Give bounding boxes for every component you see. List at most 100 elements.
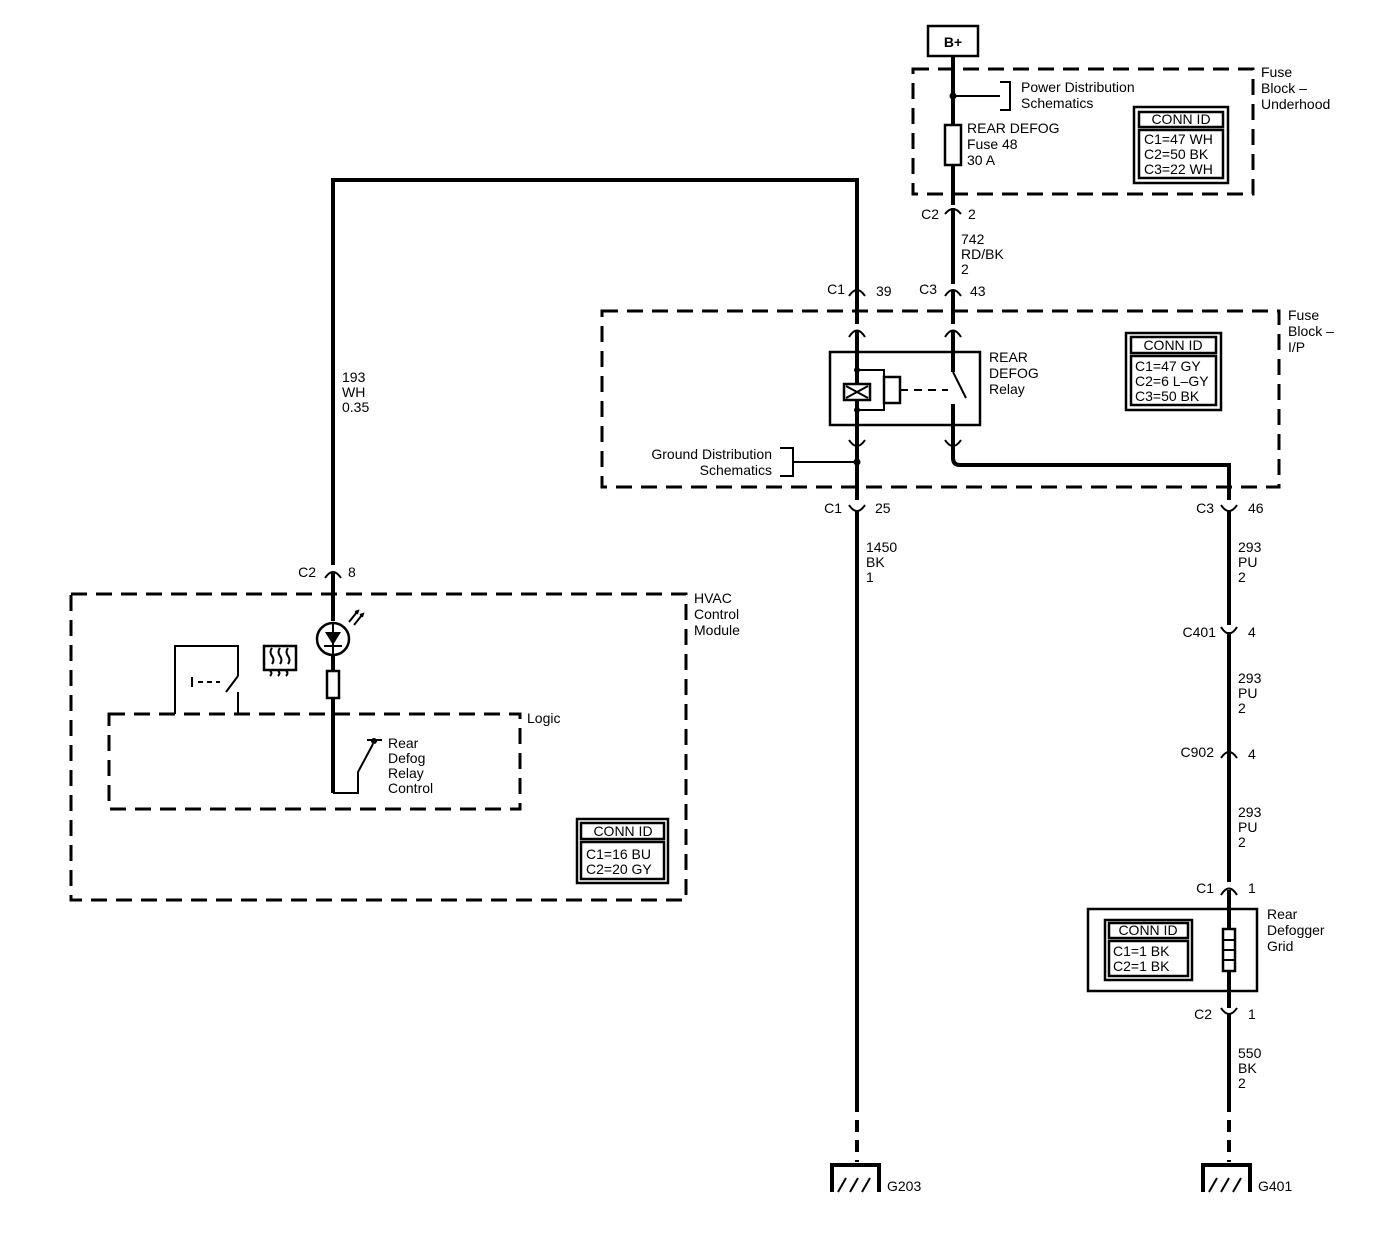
svg-text:C902: C902 <box>1181 744 1215 760</box>
svg-text:Relay: Relay <box>989 381 1025 397</box>
svg-text:25: 25 <box>875 500 891 516</box>
hvac-title: HVAC Control Module <box>694 590 740 638</box>
svg-text:C3=50 BK: C3=50 BK <box>1135 388 1200 404</box>
svg-text:C1=47 WH: C1=47 WH <box>1144 131 1213 147</box>
svg-text:2: 2 <box>961 261 969 277</box>
svg-text:C2=20 GY: C2=20 GY <box>586 861 652 877</box>
svg-text:43: 43 <box>970 283 986 299</box>
svg-text:C1=16 BU: C1=16 BU <box>586 846 651 862</box>
svg-text:PU: PU <box>1238 819 1257 835</box>
wire-relay-to-c3-46 <box>951 446 1231 500</box>
ground-g203-label: G203 <box>887 1178 921 1194</box>
svg-text:1: 1 <box>866 569 874 585</box>
wire-193-label: 193 <box>342 369 366 385</box>
svg-text:Schematics: Schematics <box>1021 95 1093 111</box>
svg-text:39: 39 <box>876 283 892 299</box>
wire-742-label: 742 <box>961 231 985 247</box>
svg-text:I/P: I/P <box>1288 339 1305 355</box>
conn-id-hvac: CONN ID C1=16 BU C2=20 GY <box>575 817 670 885</box>
svg-text:C1: C1 <box>824 500 842 516</box>
svg-text:Defog: Defog <box>388 750 425 766</box>
svg-text:46: 46 <box>1248 500 1264 516</box>
svg-text:Fuse: Fuse <box>1261 64 1292 80</box>
hvac-control-module-outline <box>69 592 688 902</box>
defogger-title: Rear <box>1267 906 1298 922</box>
svg-text:C3=22 WH: C3=22 WH <box>1144 161 1213 177</box>
svg-text:C3: C3 <box>919 281 937 297</box>
svg-text:4: 4 <box>1248 624 1256 640</box>
svg-text:Fuse 48: Fuse 48 <box>967 136 1018 152</box>
conn-id-underhood: CONN ID C1=47 WH C2=50 BK C3=22 WH <box>1132 105 1230 185</box>
svg-text:2: 2 <box>1238 569 1246 585</box>
svg-text:CONN ID: CONN ID <box>1118 922 1177 938</box>
relay-label: REAR <box>989 349 1028 365</box>
svg-text:Module: Module <box>694 622 740 638</box>
svg-text:C2: C2 <box>1194 1006 1212 1022</box>
svg-text:HVAC: HVAC <box>694 590 732 606</box>
svg-text:C1: C1 <box>827 281 845 297</box>
ground-g203-symbol <box>830 1163 881 1193</box>
svg-text:PU: PU <box>1238 554 1257 570</box>
wire-1450-label: 1450 <box>866 539 897 555</box>
fuse-48-symbol <box>943 123 963 167</box>
svg-text:CONN ID: CONN ID <box>1151 111 1210 127</box>
rear-defrost-icon <box>262 644 298 677</box>
svg-text:0.35: 0.35 <box>342 399 369 415</box>
svg-text:C2: C2 <box>298 564 316 580</box>
svg-text:C3: C3 <box>1196 500 1214 516</box>
relay-control-label: Rear <box>388 735 419 751</box>
fuse-block-ip-outline <box>600 309 1281 489</box>
ground-distribution-ref: Ground Distribution <box>651 446 772 462</box>
svg-text:DEFOG: DEFOG <box>989 365 1039 381</box>
svg-text:PU: PU <box>1238 685 1257 701</box>
power-distribution-bracket <box>1000 81 1011 111</box>
logic-block-outline <box>107 712 522 811</box>
connector-defogger-c1-symbol <box>1220 887 1238 896</box>
svg-text:Fuse: Fuse <box>1288 307 1319 323</box>
relay-control-switch <box>333 743 374 794</box>
battery-positive-terminal: B+ <box>926 24 980 58</box>
wire-193 <box>331 178 859 565</box>
svg-text:C401: C401 <box>1183 624 1217 640</box>
svg-text:2: 2 <box>1238 1075 1246 1091</box>
svg-text:BK: BK <box>866 554 885 570</box>
svg-text:Defogger: Defogger <box>1267 922 1325 938</box>
wire-550-label: 550 <box>1238 1045 1262 1061</box>
svg-text:Underhood: Underhood <box>1261 96 1330 112</box>
indicator-led-symbol <box>315 609 365 657</box>
svg-text:2: 2 <box>1238 700 1246 716</box>
power-label: B+ <box>944 34 962 50</box>
power-distribution-ref: Power Distribution <box>1021 79 1135 95</box>
svg-text:C2=1 BK: C2=1 BK <box>1113 958 1170 974</box>
resistor-symbol <box>325 669 341 700</box>
svg-text:C2=6 L–GY: C2=6 L–GY <box>1135 373 1209 389</box>
svg-text:CONN ID: CONN ID <box>1143 337 1202 353</box>
svg-text:C1=1 BK: C1=1 BK <box>1113 943 1170 959</box>
svg-text:CONN ID: CONN ID <box>593 823 652 839</box>
svg-text:Grid: Grid <box>1267 938 1293 954</box>
logic-label: Logic <box>527 710 560 726</box>
svg-text:1: 1 <box>1248 1006 1256 1022</box>
defog-switch-symbol <box>174 645 239 714</box>
svg-text:Control: Control <box>388 780 433 796</box>
conn-id-ip: CONN ID C1=47 GY C2=6 L–GY C3=50 BK <box>1124 331 1223 412</box>
svg-text:Schematics: Schematics <box>700 462 772 478</box>
ground-g401-symbol <box>1201 1163 1252 1193</box>
svg-text:BK: BK <box>1238 1060 1257 1076</box>
svg-text:2: 2 <box>1238 834 1246 850</box>
wire-293-a-label: 293 <box>1238 539 1262 555</box>
conn-id-defogger: CONN ID C1=1 BK C2=1 BK <box>1103 918 1194 982</box>
svg-text:Block –: Block – <box>1288 323 1334 339</box>
svg-text:C1: C1 <box>1196 880 1214 896</box>
fuse-block-underhood-outline <box>911 67 1255 196</box>
svg-text:4: 4 <box>1248 746 1256 762</box>
wire-293-c-label: 293 <box>1238 804 1262 820</box>
svg-text:30 A: 30 A <box>967 152 996 168</box>
svg-text:8: 8 <box>348 564 356 580</box>
svg-text:WH: WH <box>342 384 365 400</box>
wire-293-b-label: 293 <box>1238 670 1262 686</box>
svg-text:RD/BK: RD/BK <box>961 246 1004 262</box>
connector-name: C2 <box>921 206 939 222</box>
svg-text:C1=47 GY: C1=47 GY <box>1135 358 1201 374</box>
